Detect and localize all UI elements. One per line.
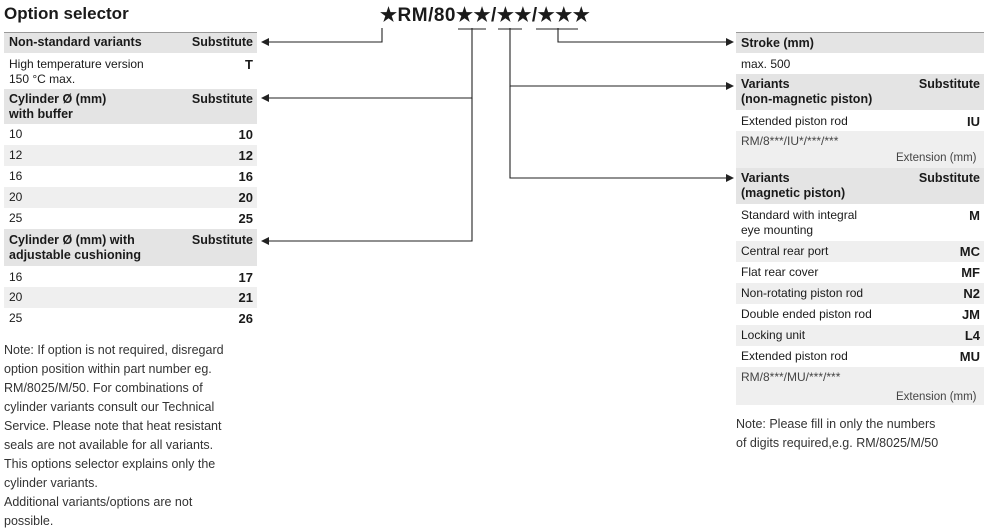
table-row: 16 17	[9, 270, 253, 285]
stroke-header: Stroke (mm)	[736, 33, 984, 53]
line-stroke	[557, 28, 734, 46]
line-magnetic	[509, 86, 734, 182]
table-row: Extended piston rod MU	[741, 349, 980, 364]
bore-buffer-header: Cylinder Ø (mm) with buffer Substitute	[4, 89, 257, 124]
line-bore-cushion	[261, 98, 473, 245]
magnetic-header: Variants (magnetic piston) Substitute	[736, 168, 984, 204]
table-row: 25 25	[9, 211, 253, 226]
right-note: Note: Please fill in only the numbers of…	[736, 417, 939, 450]
stroke-value-row: max. 500	[741, 57, 791, 71]
table-row: Standard with integral eye mounting M	[741, 208, 980, 237]
right-option-table: Stroke (mm) max. 500 Variants (non-magne…	[736, 32, 984, 405]
table-row: 20 21	[4, 287, 257, 308]
line-bore-buffer	[261, 28, 473, 102]
extension-label-magnetic: Extension (mm)	[896, 391, 977, 403]
table-row: Double ended piston rod JM	[741, 307, 980, 322]
left-note: Note: If option is not required, disrega…	[4, 343, 224, 528]
left-option-table: Non-standard variants Substitute High te…	[4, 32, 257, 329]
part-number-code: ★RM/80★★/★★/★★★	[380, 5, 591, 26]
table-row: 10 10	[9, 127, 253, 142]
line-non-standard	[261, 28, 383, 46]
table-row: High temperature version 150 °C max. T	[9, 57, 253, 86]
table-row: 16 16	[9, 169, 253, 184]
magnetic-code-row: RM/8***/MU/***/***	[736, 367, 984, 405]
non-magnetic-code-row: RM/8***/IU*/***/***	[736, 131, 984, 168]
table-row: Non-rotating piston rod N2	[736, 283, 984, 304]
table-row: Extended piston rod IU	[741, 114, 980, 129]
table-row: 12 12	[4, 145, 257, 166]
table-row: Central rear port MC	[736, 241, 984, 262]
page-title: Option selector	[4, 4, 129, 23]
bore-cushion-header: Cylinder Ø (mm) with adjustable cushioni…	[4, 229, 257, 266]
table-row: 20 20	[4, 187, 257, 208]
non-magnetic-header: Variants (non-magnetic piston) Substitut…	[736, 74, 984, 110]
table-row: 25 26	[9, 311, 253, 326]
line-non-magnetic	[509, 28, 734, 90]
table-row: Flat rear cover MF	[741, 265, 980, 280]
non-standard-header: Non-standard variants Substitute	[4, 33, 257, 53]
extension-label-non-magnetic: Extension (mm)	[896, 152, 977, 164]
table-row: Locking unit L4	[736, 325, 984, 346]
